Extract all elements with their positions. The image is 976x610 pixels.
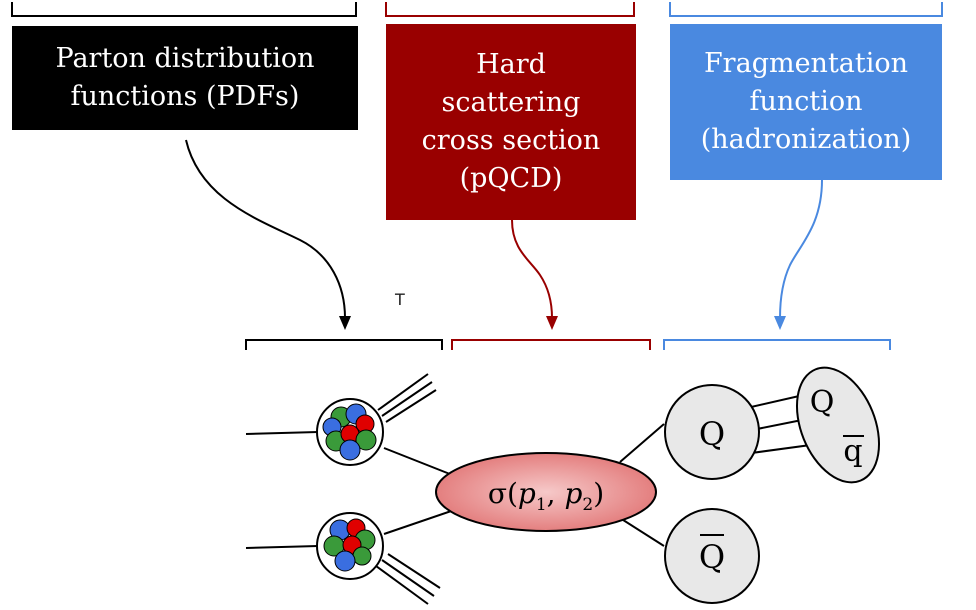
spectator-line [375,565,429,605]
arrow-pdf [185,139,346,319]
pdf-box-label: Parton distribution functions (PDFs) [55,43,315,112]
hard-scattering-box: Hard scattering cross section (pQCD) [386,24,636,220]
spectator-line [377,373,429,411]
cross-section-label: σ(p1, p2) [488,477,604,515]
hard-scattering-box-label: Hard scattering cross section (pQCD) [421,49,601,194]
top-bracket-blue [669,2,943,17]
top-bracket-black [11,2,357,17]
meson-light-label: q [843,434,862,469]
spectator-line [381,559,435,597]
fragmentation-box-label: Fragmentation function (hadronization) [700,48,912,155]
arrowhead-hard [546,316,558,330]
arrowhead-pdf [339,316,351,330]
pdf-box: Parton distribution functions (PDFs) [12,26,358,130]
outgoing-line-antiquark [619,517,665,547]
stray-glyph: T [395,290,405,309]
outgoing-line-quark [619,423,665,463]
meson-heavy-label: Q [810,385,835,420]
parton-line-bottom [383,507,461,535]
antiquark-label: Q [699,538,725,576]
bottom-bracket-black [245,339,443,350]
quark-label: Q [699,415,725,453]
top-bracket-red [385,2,635,17]
beam-line-bottom [245,545,319,549]
beam-line-top [245,431,319,435]
arrow-hard [511,219,553,319]
bottom-bracket-red [451,339,651,350]
proton-top [316,398,384,466]
cross-section-node: σ(p1, p2) [435,452,657,532]
meson-node: Q q [795,366,881,484]
parton-line-top [383,447,461,479]
bottom-bracket-blue [663,339,891,350]
spectator-line [385,389,437,423]
spectator-line [387,553,441,589]
quark-node: Q [664,384,760,480]
proton-bottom [316,512,384,580]
antiquark-node: Q [664,508,760,604]
spectator-line [381,381,433,417]
fragmentation-box: Fragmentation function (hadronization) [670,24,942,180]
arrow-frag [779,179,823,319]
arrowhead-frag [774,316,786,330]
